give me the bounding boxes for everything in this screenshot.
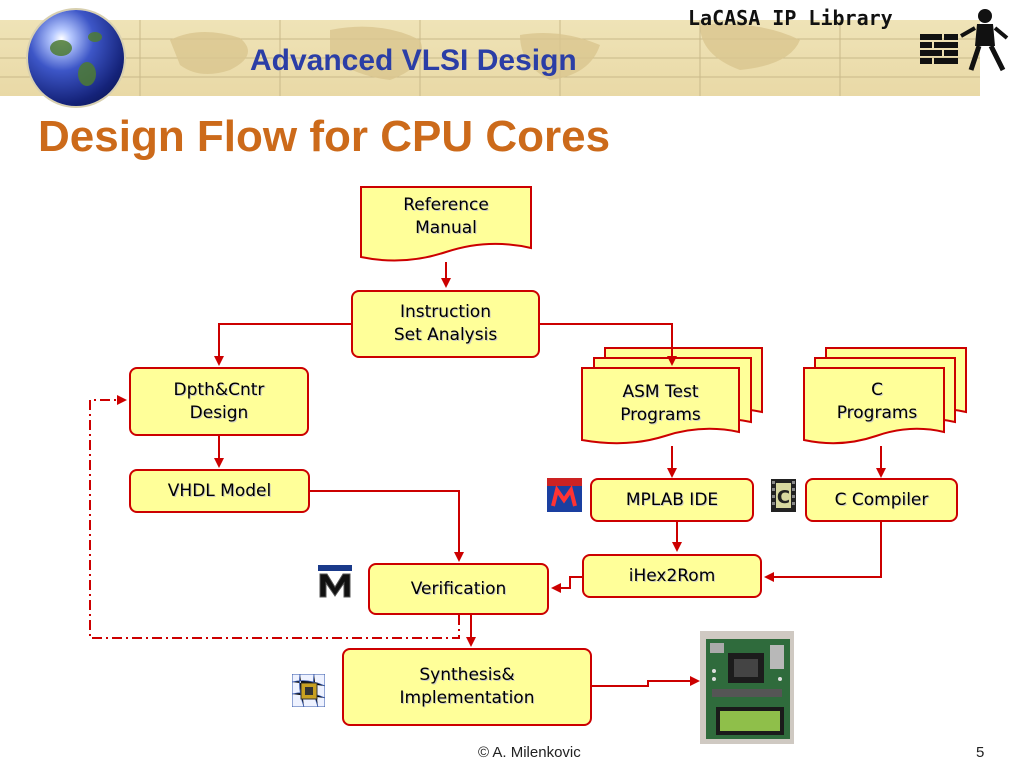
reference-manual-node: Reference Manual [403,195,489,238]
c-programs-shape [803,367,945,445]
mplab-icon [547,478,582,512]
globe-icon [28,10,124,106]
c-compiler-node: C Compiler [805,478,958,522]
c-compiler-icon: C [771,479,796,512]
asm-programs-shape [581,367,740,445]
page-number: 5 [976,744,985,761]
dpth-cntr-design-node: Dpth&Cntr Design [129,367,309,436]
svg-text:C: C [777,487,790,508]
fpga-board-photo [700,631,794,744]
course-subtitle: Advanced VLSI Design [250,44,577,77]
instruction-set-analysis-node: Instruction Set Analysis [351,290,540,358]
world-map-background [0,20,980,96]
modelsim-icon [318,565,352,598]
synthesis-implementation-node: Synthesis& Implementation [342,648,592,726]
header-banner [0,20,980,96]
c-programs-node: C Programs [836,380,918,423]
chip-icon [292,674,325,707]
ihex2rom-node: iHex2Rom [582,554,762,598]
slide-title: Design Flow for CPU Cores [38,112,611,161]
verification-node: Verification [368,563,549,615]
bricklayer-icon [920,9,1009,72]
reference-manual-shape [360,186,532,262]
library-title: LaCASA IP Library [688,6,893,30]
vhdl-model-node: VHDL Model [129,469,310,513]
copyright-text: © A. Milenkovic [478,744,581,761]
asm-test-programs-node: ASM Test Programs [620,382,701,425]
mplab-ide-node: MPLAB IDE [590,478,754,522]
